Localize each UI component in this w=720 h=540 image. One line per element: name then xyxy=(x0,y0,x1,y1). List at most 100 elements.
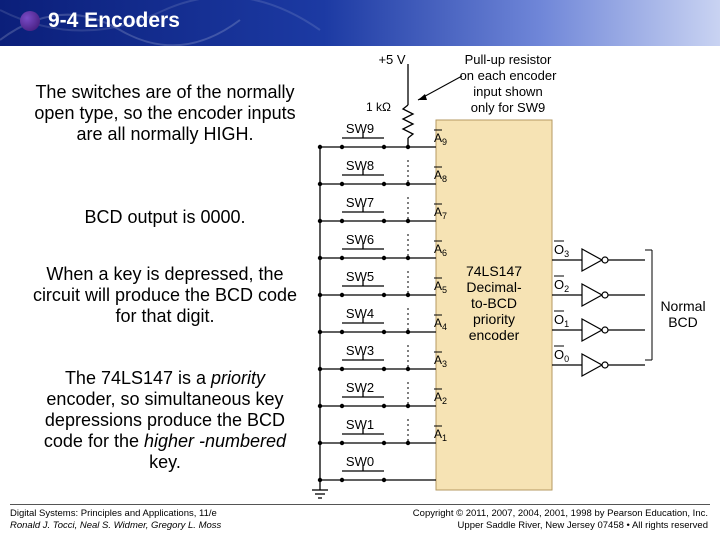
note-switches: The switches are of the normally open ty… xyxy=(34,82,296,144)
inverter-icon xyxy=(581,282,604,308)
switch-contact xyxy=(339,181,345,187)
pullup-note-line: Pull-up resistor xyxy=(465,52,552,67)
inverter-bubble xyxy=(601,291,609,299)
switch-contact xyxy=(381,440,387,446)
footer-right: Copyright © 2011, 2007, 2004, 2001, 1998… xyxy=(413,508,708,532)
copyright-address: Upper Saddle River, New Jersey 07458 • A… xyxy=(457,520,708,531)
junction-dot xyxy=(317,218,323,224)
switch-contact xyxy=(381,144,387,150)
junction-dot xyxy=(317,477,323,483)
slide-title: 9-4 Encoders xyxy=(48,9,180,32)
note-key-depressed: When a key is depressed, the circuit wil… xyxy=(32,264,298,326)
switch-label: SW3 xyxy=(346,343,374,358)
normal-bcd-label: Normal xyxy=(660,298,705,314)
input-node xyxy=(405,329,411,335)
output-label: O3 xyxy=(554,242,569,259)
resistor-label: 1 kΩ xyxy=(366,100,391,114)
input-node xyxy=(405,292,411,298)
note-priority-part: The 74LS147 is a xyxy=(64,368,212,388)
junction-dot xyxy=(317,329,323,335)
slide-header: 9-4 Encoders xyxy=(0,0,720,46)
output-label: O2 xyxy=(554,277,569,294)
switch-label: SW0 xyxy=(346,454,374,469)
pullup-pointer-arrow-icon xyxy=(418,94,427,100)
chip-label-line: to-BCD xyxy=(471,295,517,311)
switch-label: SW4 xyxy=(346,306,374,321)
junction-dot xyxy=(317,366,323,372)
output-label: O0 xyxy=(554,347,569,364)
inverter-bubble xyxy=(601,361,609,369)
switch-label: SW8 xyxy=(346,158,374,173)
switch-contact xyxy=(381,329,387,335)
junction-dot xyxy=(317,181,323,187)
input-node xyxy=(405,440,411,446)
inverter-icon xyxy=(581,247,604,273)
switch-label: SW7 xyxy=(346,195,374,210)
input-node xyxy=(405,144,411,150)
book-title: Digital Systems: Principles and Applicat… xyxy=(10,508,217,519)
note-bcd-output: BCD output is 0000. xyxy=(84,207,246,227)
switch-contact xyxy=(339,329,345,335)
switch-label: SW2 xyxy=(346,380,374,395)
note-priority: The 74LS147 is a priority encoder, so si… xyxy=(30,368,300,473)
pullup-note-line: input shown xyxy=(473,84,542,99)
supply-label: +5 V xyxy=(378,52,405,67)
input-node xyxy=(405,255,411,261)
switch-contact xyxy=(339,292,345,298)
switch-contact xyxy=(381,218,387,224)
junction-dot xyxy=(317,440,323,446)
pullup-note: Pull-up resistor on each encoder input s… xyxy=(460,52,558,115)
pullup-resistor-icon xyxy=(401,104,415,139)
pullup-note-line: on each encoder xyxy=(460,68,558,83)
note-priority-emphasis: priority xyxy=(211,368,266,388)
switch-contact xyxy=(339,366,345,372)
inverter-icon xyxy=(581,352,604,378)
input-node xyxy=(405,403,411,409)
note-priority-part: encoder, so simultaneous key depressions… xyxy=(43,389,286,451)
switch-contact xyxy=(339,440,345,446)
chip-label-line: encoder xyxy=(469,327,520,343)
switch-layer: SW9A9SW8A8SW7A7SW6A6SW5A5SW4A4SW3A3SW2A2… xyxy=(317,121,447,483)
switch-contact xyxy=(381,181,387,187)
inverter-bubble xyxy=(601,326,609,334)
pullup-note-line: only for SW9 xyxy=(471,100,545,115)
switch-contact xyxy=(381,366,387,372)
chip-label-line: Decimal- xyxy=(466,279,522,295)
switch-contact xyxy=(339,144,345,150)
chip-label-line: priority xyxy=(473,311,515,327)
book-authors: Ronald J. Tocci, Neal S. Widmer, Gregory… xyxy=(10,520,222,531)
note-priority-emphasis: higher -numbered xyxy=(143,431,287,451)
switch-contact xyxy=(381,477,387,483)
normal-bcd-label: BCD xyxy=(668,314,698,330)
title-bullet-icon xyxy=(20,11,40,31)
encoder-chip xyxy=(435,119,553,491)
encoder-circuit-diagram: +5 V 1 kΩ Pull-up resistor on each encod… xyxy=(312,52,706,499)
copyright-line: Copyright © 2011, 2007, 2004, 2001, 1998… xyxy=(412,508,708,519)
footer-left: Digital Systems: Principles and Applicat… xyxy=(10,508,221,532)
switch-contact xyxy=(381,255,387,261)
chip-label-line: 74LS147 xyxy=(466,263,522,279)
switch-contact xyxy=(339,218,345,224)
inverter-icon xyxy=(581,317,604,343)
footer-divider xyxy=(10,504,710,505)
junction-dot xyxy=(317,292,323,298)
switch-contact xyxy=(381,292,387,298)
input-node xyxy=(405,181,411,187)
switch-contact xyxy=(381,403,387,409)
inverter-bubble xyxy=(601,256,609,264)
switch-label: SW9 xyxy=(346,121,374,136)
junction-dot xyxy=(317,144,323,150)
switch-contact xyxy=(339,403,345,409)
input-node xyxy=(405,366,411,372)
junction-dot xyxy=(317,255,323,261)
note-priority-part: key. xyxy=(149,452,181,472)
switch-label: SW5 xyxy=(346,269,374,284)
switch-label: SW6 xyxy=(346,232,374,247)
input-node xyxy=(405,218,411,224)
output-label: O1 xyxy=(554,312,569,329)
junction-dot xyxy=(317,403,323,409)
switch-label: SW1 xyxy=(346,417,374,432)
switch-contact xyxy=(339,477,345,483)
switch-contact xyxy=(339,255,345,261)
